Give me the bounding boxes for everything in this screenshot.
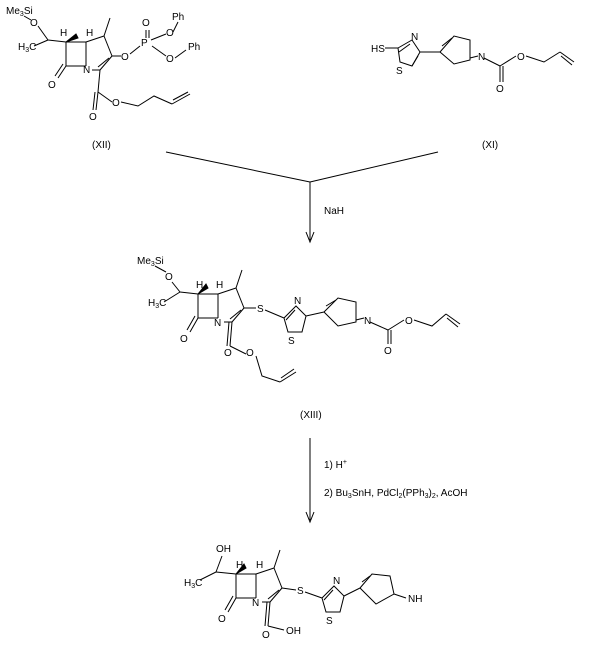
atom-label-o: O <box>112 98 120 109</box>
atom-label-n: N <box>252 598 259 609</box>
compound-label-xi: (XI) <box>482 140 498 151</box>
stereo-wedge <box>65 33 79 43</box>
atom-label-h3c: H3C <box>148 298 166 310</box>
atom-label-n: N <box>83 65 90 76</box>
atom-label-o: O <box>166 28 174 39</box>
atom-label-oh: OH <box>216 544 231 555</box>
atom-label-n: N <box>333 576 340 587</box>
stereo-wedge <box>235 563 247 575</box>
compound-product: OH H3C H O N H S N S NH <box>184 544 422 641</box>
atom-label-me3si: Me3Si <box>6 6 33 18</box>
atom-label-o: O <box>89 112 97 123</box>
reagent-nah: NaH <box>324 206 344 217</box>
atom-label-n: N <box>364 316 371 327</box>
atom-label-o: O <box>517 52 525 63</box>
atom-label-o: O <box>218 614 226 625</box>
atom-label-o: O <box>48 80 56 91</box>
atom-label-s: S <box>326 616 333 627</box>
atom-label-n: N <box>411 32 418 43</box>
atom-label-n: N <box>214 318 221 329</box>
compound-xiii: Me3Si O H3C H O N H S N S <box>137 256 461 421</box>
atom-label-s: S <box>396 66 403 77</box>
atom-label-n: N <box>294 296 301 307</box>
atom-label-o: O <box>121 52 129 63</box>
atom-label-h: H <box>256 560 263 571</box>
atom-label-ph: Ph <box>172 12 184 23</box>
reaction-arrow-2: 1) H+ 2) Bu3SnH, PdCl2(PPh3)2, AcOH <box>305 438 467 524</box>
compound-label-xii: (XII) <box>92 140 111 151</box>
atom-label-o: O <box>405 316 413 327</box>
atom-label-h: H <box>196 280 203 291</box>
atom-label-nh: NH <box>408 594 422 605</box>
atom-label-h: H <box>60 28 67 39</box>
atom-label-o: O <box>142 18 150 29</box>
atom-label-o: O <box>246 348 254 359</box>
atom-label-h: H <box>236 560 243 571</box>
atom-label-s: S <box>257 304 264 315</box>
atom-label-o: O <box>224 348 232 359</box>
stereo-wedge <box>197 283 209 295</box>
atom-label-hs: HS <box>371 44 385 55</box>
atom-label-o: O <box>384 346 392 357</box>
atom-label-o: O <box>30 18 38 29</box>
atom-label-s: S <box>297 586 304 597</box>
atom-label-oh: OH <box>286 626 301 637</box>
atom-label-n: N <box>478 52 485 63</box>
atom-label-p: P <box>141 38 148 49</box>
atom-label-o: O <box>496 84 504 95</box>
atom-label-o: O <box>165 272 173 283</box>
reaction-arrow-1: NaH <box>165 151 439 244</box>
compound-label-xiii: (XIII) <box>300 410 322 421</box>
atom-label-me3si: Me3Si <box>137 256 164 268</box>
atom-label-h3c: H3C <box>18 42 36 54</box>
compound-xi: HS N S N O O (XI) <box>371 32 575 151</box>
atom-label-h3c: H3C <box>184 578 202 590</box>
reagent-step2: 2) Bu3SnH, PdCl2(PPh3)2, AcOH <box>324 488 467 500</box>
compound-xii: Me3Si O H3C H O N H O P O O <box>6 6 200 151</box>
atom-label-o: O <box>166 54 174 65</box>
atom-label-o: O <box>180 334 188 345</box>
reagent-step1: 1) H+ <box>324 459 347 471</box>
atom-label-s: S <box>288 336 295 347</box>
atom-label-ph: Ph <box>188 42 200 53</box>
atom-label-o: O <box>262 630 270 641</box>
atom-label-h: H <box>86 28 93 39</box>
atom-label-h: H <box>216 280 223 291</box>
